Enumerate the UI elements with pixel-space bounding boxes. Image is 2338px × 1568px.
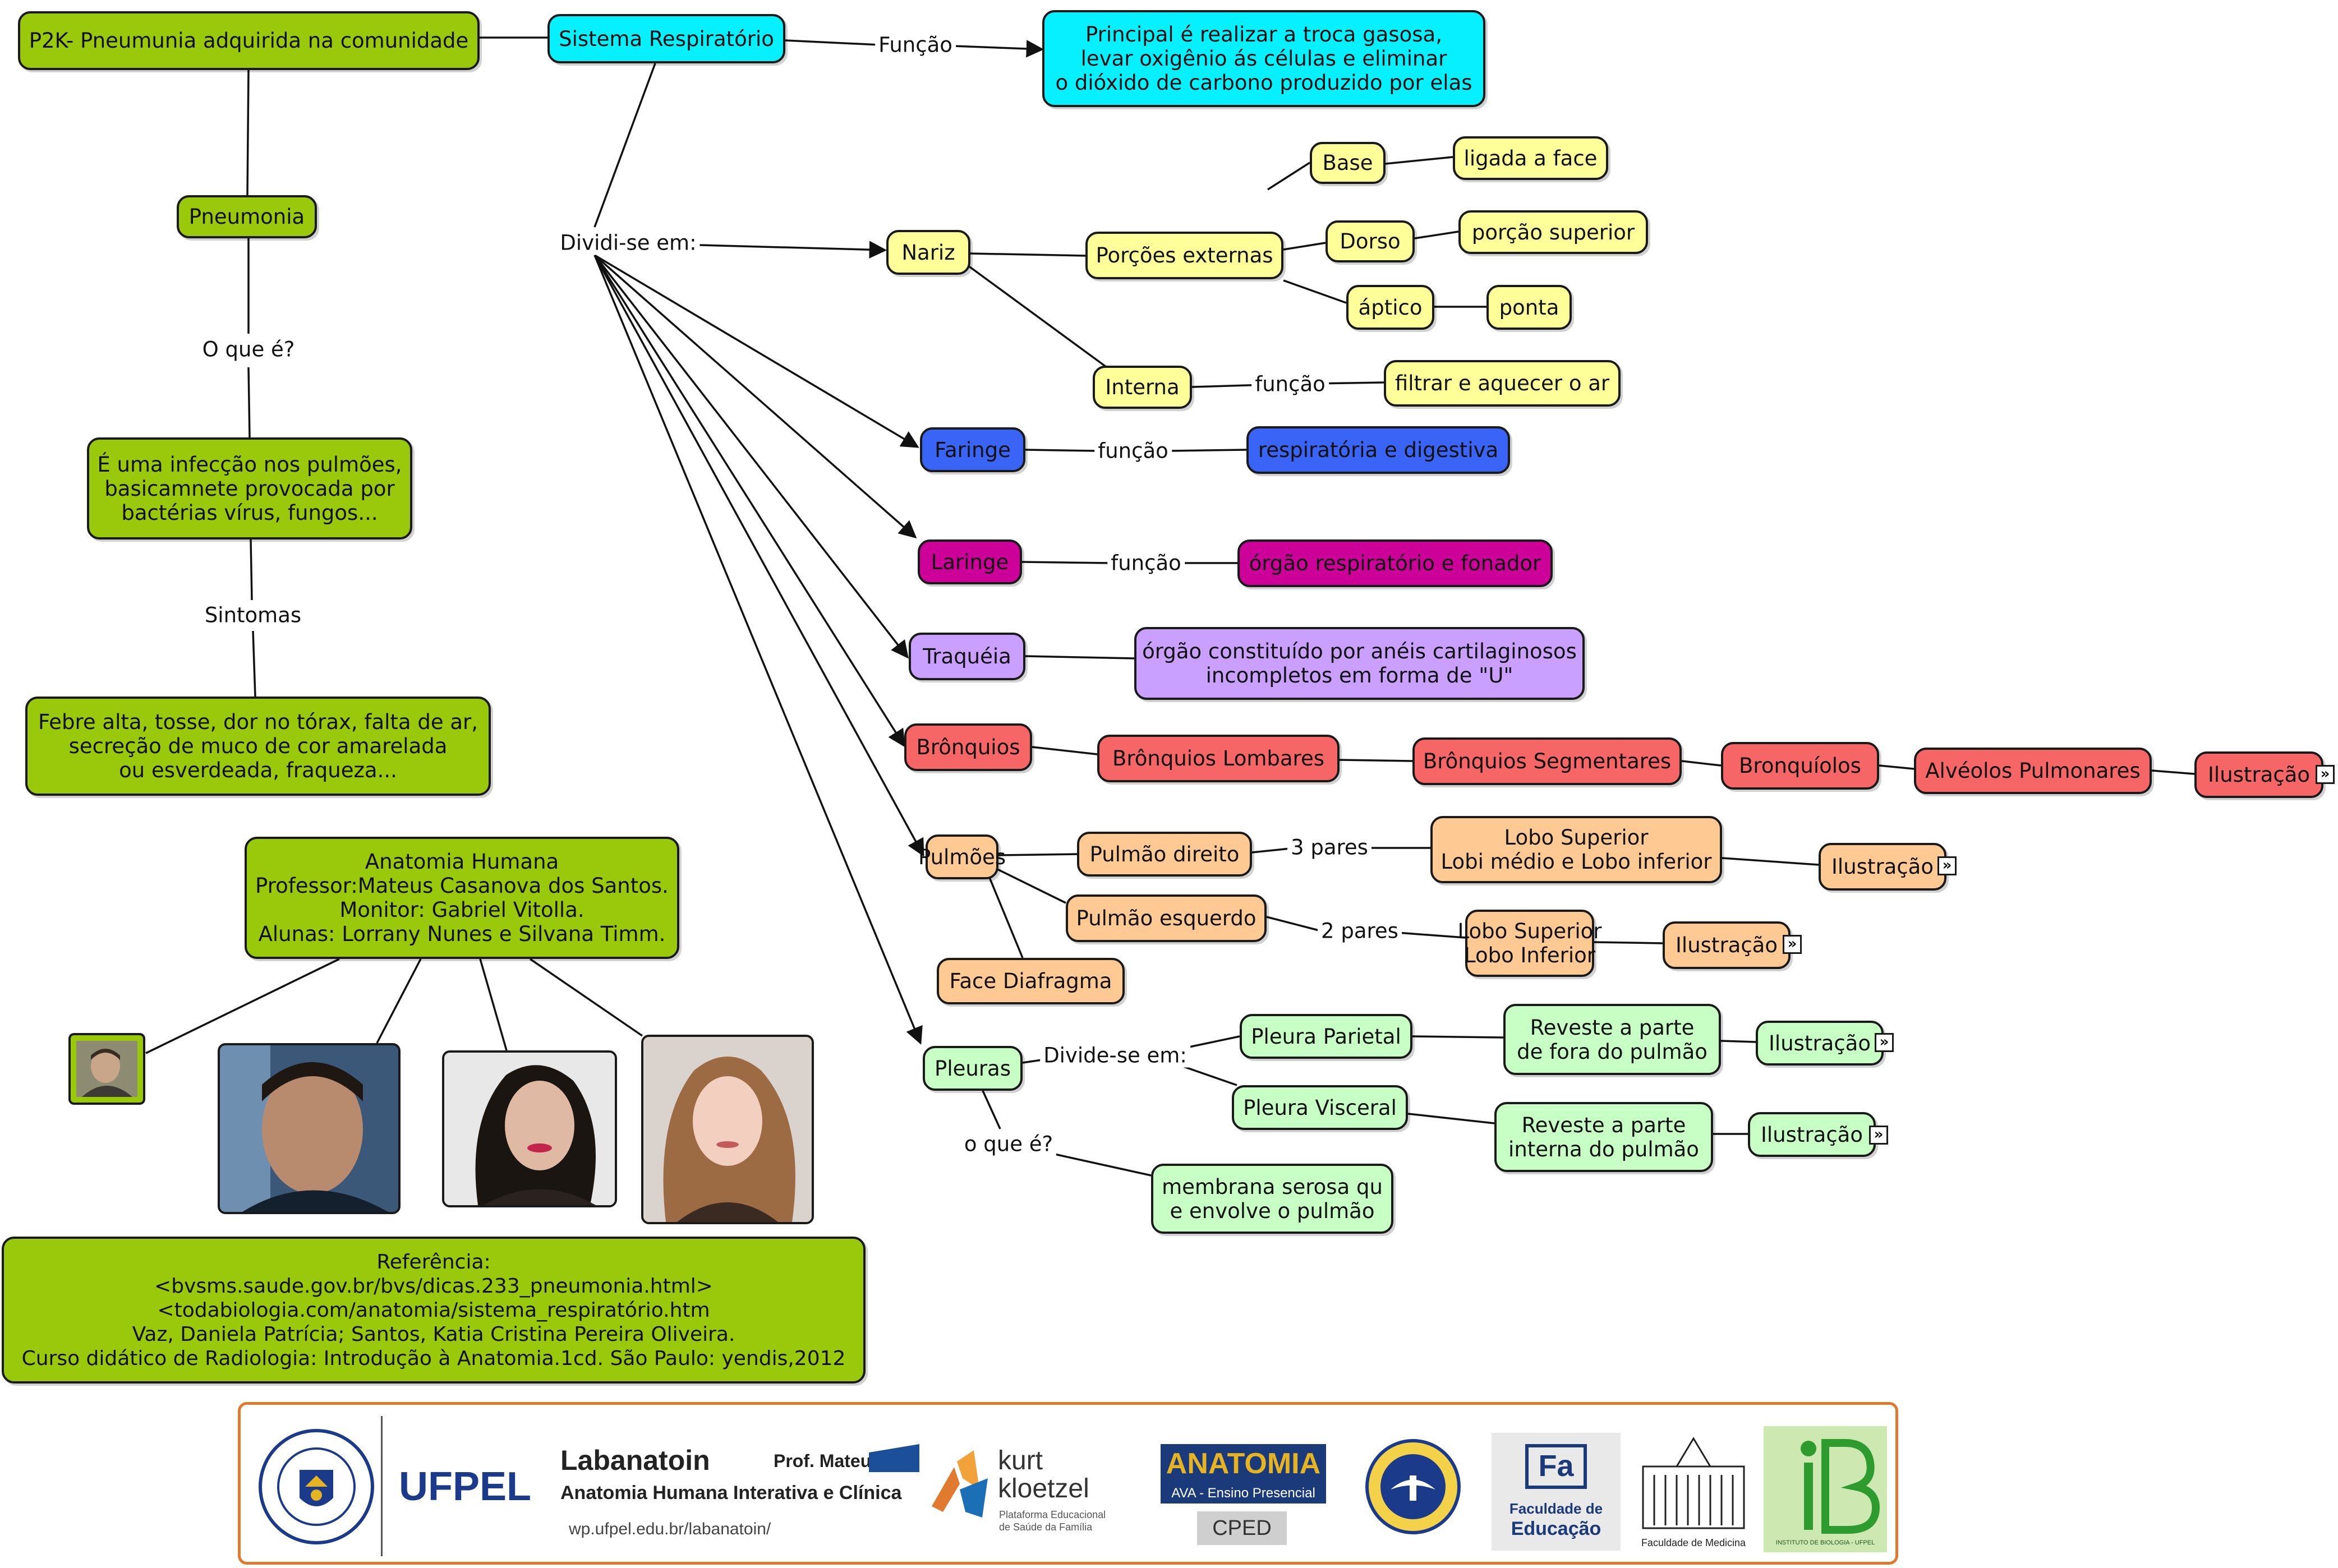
member-photo-small[interactable] [68, 1033, 145, 1105]
fae-logo: Fa Faculdade de Educação [1492, 1433, 1621, 1551]
sponsor-logo-strip: UFPEL Labanatoin Anatomia Humana Interat… [238, 1402, 1898, 1565]
medicina-building-icon [1642, 1437, 1745, 1529]
cped-label: CPED [1197, 1511, 1287, 1545]
link-label-funcao-laringe: função [1107, 551, 1185, 575]
concept-bronquiolos[interactable]: Bronquíolos [1721, 742, 1879, 790]
concept-reveste-interna[interactable]: Reveste a parte interna do pulmão [1494, 1102, 1713, 1172]
ib-mark-icon [1801, 1439, 1880, 1534]
link-label-funcao-faringe: função [1094, 439, 1172, 463]
concept-porcoes-externas[interactable]: Porções externas [1085, 232, 1283, 279]
anatomia-ava-subtitle: AVA - Ensino Presencial [1161, 1483, 1326, 1504]
concept-referencia[interactable]: Referência: <bvsms.saude.gov.br/bvs/dica… [2, 1237, 866, 1383]
concept-ilustracao-bronquios[interactable]: Ilustração [2194, 751, 2323, 798]
ufpel-wordmark: UFPEL [398, 1464, 531, 1509]
concept-lobos-direito[interactable]: Lobo Superior Lobi médio e Lobo inferior [1430, 816, 1722, 883]
ib-caption: INSTITUTO DE BIOLOGIA - UFPEL [1775, 1539, 1875, 1546]
concept-aptico[interactable]: áptico [1346, 285, 1434, 330]
kurt-kloetzel-title: kurt kloetzel [998, 1446, 1089, 1504]
member-photo-2[interactable] [442, 1050, 617, 1207]
concept-bronquios[interactable]: Brônquios [904, 723, 1032, 771]
concept-p2k[interactable]: P2K- Pneumunia adquirida na comunidade [18, 11, 480, 70]
concept-bronquios-lombares[interactable]: Brônquios Lombares [1097, 735, 1340, 782]
concept-laringe[interactable]: Laringe [918, 539, 1022, 584]
labanatoin-subtitle: Anatomia Humana Interativa e Clínica [560, 1482, 902, 1504]
concept-pleura-parietal[interactable]: Pleura Parietal [1240, 1014, 1412, 1059]
concept-filtrar-aquecer[interactable]: filtrar e aquecer o ar [1384, 360, 1621, 407]
medicina-logo: Faculdade de Medicina [1632, 1427, 1755, 1556]
concept-pulmao-esquerdo[interactable]: Pulmão esquerdo [1066, 894, 1267, 942]
link-label-2-pares: 2 pares [1318, 919, 1402, 943]
concept-ilustracao-pulmao-esquerdo[interactable]: Ilustração [1663, 921, 1791, 969]
labanatoin-accent [869, 1444, 919, 1472]
anatomia-ava-title: ANATOMIA [1161, 1444, 1326, 1483]
link-label-funcao-interna: função [1251, 372, 1329, 396]
concept-sintomas[interactable]: Febre alta, tosse, dor no tórax, falta d… [25, 697, 491, 796]
concept-pneumonia[interactable]: Pneumonia [177, 195, 317, 238]
logo-divider [381, 1416, 383, 1556]
concept-base[interactable]: Base [1310, 142, 1386, 184]
concept-porcao-superior[interactable]: porção superior [1458, 210, 1648, 254]
concept-ponta[interactable]: ponta [1486, 285, 1572, 330]
concept-dorso[interactable]: Dorso [1326, 220, 1415, 262]
resource-link-icon[interactable]: » [1937, 856, 1957, 875]
concept-pleuras[interactable]: Pleuras [923, 1046, 1023, 1091]
concept-ligada-a-face[interactable]: ligada a face [1453, 136, 1608, 180]
concept-funcao-descricao[interactable]: Principal é realizar a troca gasosa, lev… [1042, 10, 1485, 107]
kurt-kloetzel-mark [926, 1419, 993, 1554]
concept-face-diafragma[interactable]: Face Diafragma [937, 958, 1125, 1004]
link-label-dividi: Dividi-se em: [556, 230, 700, 255]
concept-ilustracao-pulmao-direito[interactable]: Ilustração [1819, 843, 1946, 891]
resource-link-icon[interactable]: » [1783, 935, 1802, 954]
link-label-funcao: Função [875, 33, 956, 57]
link-label-sintomas: Sintomas [201, 603, 305, 628]
fae-mark: Fa [1525, 1444, 1587, 1489]
labanatoin-url: wp.ufpel.edu.br/labanatoin/ [569, 1520, 771, 1538]
concept-reveste-fora[interactable]: Reveste a parte de fora do pulmão [1503, 1004, 1721, 1075]
concept-anatomia-humana[interactable]: Anatomia Humana Professor:Mateus Casanov… [245, 837, 679, 959]
member-photo-1[interactable] [218, 1043, 401, 1214]
concept-bronquios-segmentares[interactable]: Brônquios Segmentares [1412, 737, 1682, 785]
fae-line-1: Faculdade de [1509, 1500, 1603, 1517]
labanatoin-title: Labanatoin [560, 1445, 710, 1476]
concept-respiratoria-digestiva[interactable]: respiratória e digestiva [1246, 426, 1510, 474]
link-label-o-que-e: O que é? [199, 337, 298, 362]
resource-link-icon[interactable]: » [2316, 765, 2335, 784]
resource-link-icon[interactable]: » [1869, 1126, 1888, 1145]
concept-orgao-cartilaginoso[interactable]: órgão constituído por anéis cartilaginos… [1134, 627, 1585, 700]
member-photo-3[interactable] [641, 1035, 814, 1224]
concept-ilustracao-parietal[interactable]: Ilustração [1756, 1021, 1884, 1066]
ufpel-seal-logo [252, 1419, 381, 1554]
concept-pulmao-direito[interactable]: Pulmão direito [1077, 832, 1252, 877]
concept-ilustracao-visceral[interactable]: Ilustração [1748, 1112, 1876, 1157]
concept-interna[interactable]: Interna [1093, 366, 1192, 409]
concept-pulmoes[interactable]: Pulmões [918, 834, 1006, 879]
faculty-seal-logo [1357, 1419, 1469, 1554]
fae-line-2: Educação [1511, 1518, 1601, 1539]
link-label-divide-se: Divide-se em: [1040, 1043, 1190, 1068]
concept-traqueia[interactable]: Traquéia [909, 633, 1025, 680]
concept-lobos-esquerdo[interactable]: Lobo Superior Lobo Inferior [1458, 910, 1602, 977]
link-label-3-pares: 3 pares [1287, 835, 1371, 860]
labanatoin-prof: Prof. Mateus [774, 1451, 882, 1471]
concept-sistema-respiratorio[interactable]: Sistema Respiratório [547, 14, 785, 63]
concept-infeccao[interactable]: É uma infecção nos pulmões, basicamnete … [87, 437, 412, 539]
kurt-kloetzel-subtitle: Plataforma Educacional de Saúde da Famíl… [999, 1509, 1106, 1533]
concept-orgao-respiratorio-fonador[interactable]: órgão respiratório e fonador [1237, 539, 1553, 587]
concept-nariz[interactable]: Nariz [886, 230, 970, 275]
concept-membrana-serosa[interactable]: membrana serosa qu e envolve o pulmão [1151, 1164, 1393, 1234]
link-label-o-que-e-pleura: o que é? [960, 1132, 1057, 1156]
concept-alveolos-pulmonares[interactable]: Alvéolos Pulmonares [1914, 748, 2152, 794]
resource-link-icon[interactable]: » [1875, 1033, 1894, 1052]
ib-logo: INSTITUTO DE BIOLOGIA - UFPEL [1764, 1426, 1887, 1552]
medicina-caption: Faculdade de Medicina [1641, 1537, 1746, 1548]
concept-faringe[interactable]: Faringe [920, 427, 1025, 472]
concept-pleura-visceral[interactable]: Pleura Visceral [1232, 1085, 1408, 1130]
